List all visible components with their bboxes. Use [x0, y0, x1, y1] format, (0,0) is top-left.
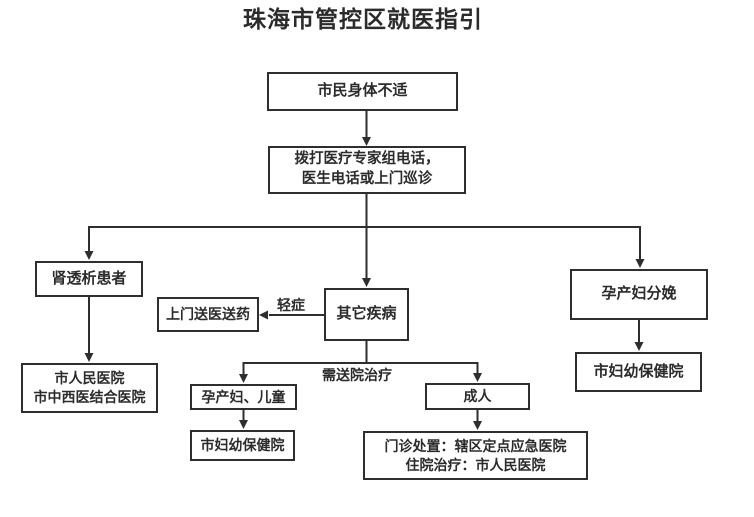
- node-emergency-line2: 住院治疗：市人民医院: [405, 456, 546, 473]
- page-title: 珠海市管控区就医指引: [243, 6, 483, 32]
- node-citizen-unwell: 市民身体不适: [267, 72, 458, 111]
- node-mch-hospital-left: 市妇幼保健院: [190, 430, 295, 461]
- node-call-line1: 拨打医疗专家组电话，: [294, 151, 440, 168]
- edge-birth-to-mch: [634, 320, 644, 351]
- node-peoples-hospital-line1: 市人民医院: [54, 370, 125, 387]
- node-call-line2: 医生电话或上门巡诊: [301, 171, 433, 187]
- edge-other-to-delivery: [259, 310, 324, 320]
- node-emergency-hospital: 门诊处置：辖区定点应急医院 住院治疗：市人民医院: [363, 431, 588, 480]
- node-mch-hospital-right: 市妇幼保健院: [575, 352, 702, 392]
- edge-label-mild: 轻症: [277, 297, 305, 313]
- edge-adult-to-emergency: [473, 410, 482, 430]
- edge-pregnantchild-to-mch: [239, 410, 248, 429]
- edge-other-split: [239, 341, 482, 383]
- node-emergency-line1: 门诊处置：辖区定点应急医院: [384, 437, 567, 454]
- node-call-expert-group: 拨打医疗专家组电话， 医生电话或上门巡诊: [268, 146, 466, 194]
- node-maternal-birth: 孕产妇分娩: [570, 269, 708, 320]
- edge-symptom-to-call: [362, 111, 371, 146]
- node-peoples-hospital: 市人民医院 市中西医结合医院: [21, 363, 158, 413]
- node-home-delivery: 上门送医送药: [157, 297, 259, 332]
- edge-label-hospitalize: 需送院治疗: [322, 367, 392, 383]
- node-dialysis-patient: 肾透析患者: [35, 261, 143, 297]
- node-other-disease: 其它疾病: [324, 288, 409, 341]
- node-pregnant-child: 孕产妇、儿童: [190, 384, 297, 410]
- edge-call-split: [84, 194, 645, 287]
- node-adult: 成人: [425, 383, 530, 410]
- edge-dialysis-to-hospital: [84, 297, 94, 362]
- node-peoples-hospital-line2: 市中西医结合医院: [33, 389, 146, 405]
